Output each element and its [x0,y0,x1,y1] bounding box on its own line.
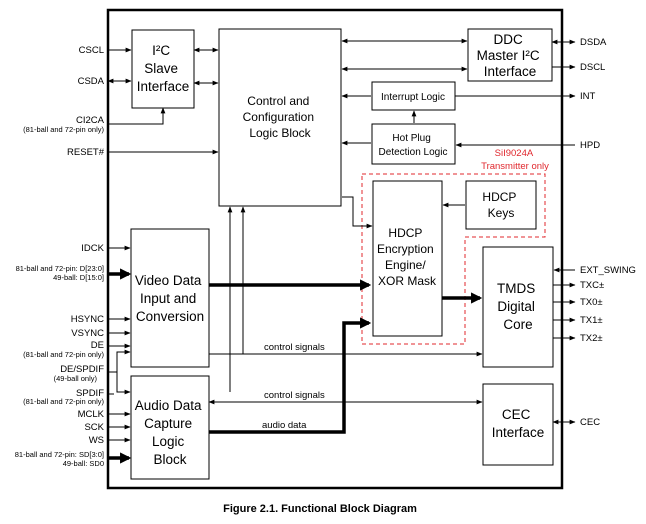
d-49-label: 49-ball: D[15:0] [53,273,104,282]
control-signals-label-1: control signals [264,342,325,353]
spdif-note: (81-ball and 72-pin only) [23,397,104,406]
reset-label: RESET# [67,147,105,158]
chip-boundary [106,8,564,490]
transmitter-only-region [361,173,546,345]
audio-data-block [130,375,210,480]
tx2-label: TX2± [580,333,603,344]
figure-caption: Figure 2.1. Functional Block Diagram [223,503,417,515]
sd-49-label: 49-ball: SD0 [63,459,104,468]
tx1-label: TX1± [580,315,603,326]
int-label: INT [580,91,596,102]
audio-data-label-text: audio data [262,420,307,431]
tx0-label: TX0± [580,297,603,308]
d-81-label: 81-ball and 72-pin: D[23:0] [16,264,104,273]
control-logic-label: Control and Configuration Logic Block [243,94,318,140]
hot-plug-label: Hot Plug Detection Logic [379,133,448,158]
sd-81-label: 81-ball and 72-pin: SD[3:0] [15,450,104,459]
hpd-label: HPD [580,140,600,151]
cec-signal-label: CEC [580,417,600,428]
dsda-label: DSDA [580,37,607,48]
cec-label: CEC Interface [492,407,545,440]
hdcp-keys-label: HDCP Keys [482,190,519,220]
hdcp-keys-block [465,180,537,230]
tmds-core-label: TMDS Digital Core [497,281,539,332]
control-signals-label-2: control signals [264,390,325,401]
de-note: (81-ball and 72-pin only) [23,350,104,359]
hdcp-engine-label: HDCP Encryption Engine/ XOR Mask [377,226,437,288]
cec-block [482,383,554,466]
control-hdcp-link [342,196,373,229]
interrupt-logic-label: Interrupt Logic [381,92,445,103]
hsync-label: HSYNC [71,314,104,325]
spdif-label: SPDIF [76,388,104,399]
audio-data-bus [209,317,372,434]
ws-label: WS [89,435,104,446]
de-spdif-label: DE/SPDIF [60,364,104,375]
tmds-core-block [482,246,554,368]
vsync-label: VSYNC [71,328,104,339]
ddc-master-block [467,28,553,82]
ci2ca-line [108,107,166,125]
de-spdif-note: (49-ball only) [54,374,98,383]
interrupt-logic-block [371,81,456,111]
hdcp-engine-block [372,180,443,337]
csda-label: CSDA [78,76,105,87]
video-data-label: Video Data Input and Conversion [135,273,205,324]
i2c-slave-label: I²C Slave Interface [137,43,190,94]
video-data-block [130,228,210,368]
control-logic-block [218,28,342,207]
hot-plug-block [371,123,456,165]
dscl-label: DSCL [580,62,605,73]
ci2ca-note: (81-ball and 72-pin only) [23,125,104,134]
de-label: DE [91,340,104,351]
ci2ca-label: CI2CA [76,115,105,126]
transmitter-only-label: SiI9024A Transmitter only [481,148,549,172]
idck-label: IDCK [81,243,104,254]
txc-label: TXC± [580,280,604,291]
audio-data-label: Audio Data Capture Logic Block [135,398,206,467]
de-spdif-audio-line [116,372,131,395]
ext-swing-label: EXT_SWING [580,265,636,276]
de-spdif-video-line [108,349,131,373]
mclk-label: MCLK [78,409,105,420]
ddc-master-label: DDC Master I²C Interface [477,32,544,79]
cscl-label: CSCL [79,45,104,56]
sck-label: SCK [84,422,104,433]
